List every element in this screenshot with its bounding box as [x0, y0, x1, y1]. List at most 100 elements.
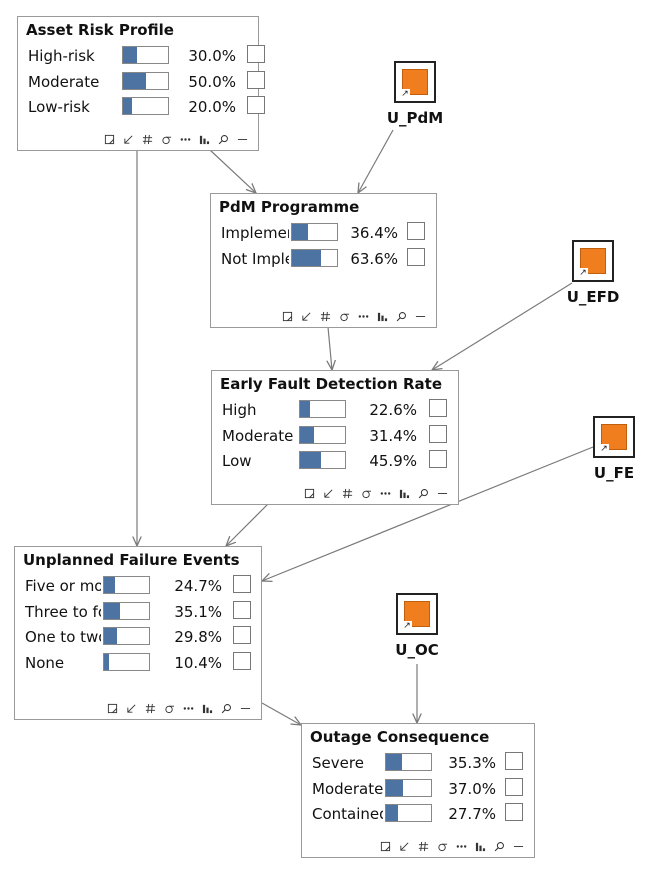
sigma-icon[interactable]	[157, 132, 176, 146]
state-percentage: 22.6%	[369, 401, 417, 419]
collapse-icon[interactable]	[319, 486, 338, 500]
sigma-icon[interactable]	[160, 701, 179, 715]
state-label: Contained	[312, 805, 383, 823]
more-icon[interactable]	[376, 486, 395, 500]
evidence-checkbox[interactable]	[233, 651, 251, 670]
bar-chart-icon[interactable]	[195, 132, 214, 146]
collapse-icon[interactable]	[395, 839, 414, 853]
more-icon[interactable]	[176, 132, 195, 146]
minimize-icon[interactable]	[236, 701, 255, 715]
grid-icon[interactable]	[141, 701, 160, 715]
utility-box: ↗	[396, 593, 438, 635]
probability-bar-fill	[386, 779, 403, 796]
maximize-icon[interactable]	[103, 701, 122, 715]
probability-bar	[385, 804, 432, 822]
minimize-icon[interactable]	[233, 132, 252, 146]
evidence-checkbox[interactable]	[505, 777, 523, 796]
evidence-checkbox[interactable]	[233, 600, 251, 619]
search-icon[interactable]	[490, 839, 509, 853]
search-icon[interactable]	[392, 309, 411, 323]
more-icon[interactable]	[452, 839, 471, 853]
maximize-icon[interactable]	[300, 486, 319, 500]
search-icon[interactable]	[214, 132, 233, 146]
probability-bar	[291, 248, 338, 267]
state-label: Severe	[312, 754, 364, 772]
probability-bar-fill	[123, 98, 132, 114]
bar-chart-icon[interactable]	[395, 486, 414, 500]
state-row[interactable]: Three to four35.1%	[15, 600, 261, 623]
evidence-checkbox[interactable]	[429, 450, 447, 468]
state-label: Implemented	[221, 224, 289, 242]
evidence-checkbox[interactable]	[247, 45, 265, 63]
more-icon[interactable]	[354, 309, 373, 323]
grid-icon[interactable]	[138, 132, 157, 146]
collapse-icon[interactable]	[119, 132, 138, 146]
evidence-checkbox[interactable]	[233, 626, 251, 644]
maximize-icon[interactable]	[100, 132, 119, 146]
state-row[interactable]: Implemented36.4%	[211, 222, 436, 244]
grid-icon[interactable]	[338, 486, 357, 500]
sigma-icon[interactable]	[433, 839, 452, 853]
minimize-icon[interactable]	[509, 839, 528, 853]
evidence-checkbox[interactable]	[247, 70, 265, 89]
more-icon[interactable]	[179, 701, 198, 715]
grid-icon[interactable]	[316, 309, 335, 323]
collapse-icon[interactable]	[122, 701, 141, 715]
node-title: Unplanned Failure Events	[23, 551, 240, 569]
edge-efd-to-ufe	[226, 503, 269, 546]
search-icon[interactable]	[217, 701, 236, 715]
probability-bar	[299, 425, 346, 444]
node-toolbar	[300, 486, 452, 500]
evidence-checkbox[interactable]	[233, 575, 251, 593]
state-label: One to two	[25, 628, 101, 646]
minimize-icon[interactable]	[433, 486, 452, 500]
probability-bar	[103, 652, 150, 671]
maximize-icon[interactable]	[376, 839, 395, 853]
collapse-icon[interactable]	[297, 309, 316, 323]
evidence-checkbox[interactable]	[429, 399, 447, 417]
sigma-icon[interactable]	[357, 486, 376, 500]
state-label: Low-risk	[28, 98, 90, 116]
node-pdm-programme[interactable]: PdM Programme Implemented36.4%Not Implem…	[210, 193, 437, 328]
evidence-checkbox[interactable]	[247, 96, 265, 114]
evidence-checkbox[interactable]	[505, 752, 523, 770]
state-row[interactable]: Five or more24.7%	[15, 575, 261, 597]
utility-box: ↗	[572, 240, 614, 282]
sigma-icon[interactable]	[335, 309, 354, 323]
state-row[interactable]: Not Implemented63.6%	[211, 247, 436, 270]
evidence-checkbox[interactable]	[429, 424, 447, 443]
state-percentage: 63.6%	[350, 249, 398, 268]
bar-chart-icon[interactable]	[373, 309, 392, 323]
state-percentage: 50.0%	[188, 72, 236, 91]
utility-label: U_FE	[593, 464, 635, 482]
evidence-checkbox[interactable]	[407, 222, 425, 240]
bar-chart-icon[interactable]	[198, 701, 217, 715]
utility-box: ↗	[593, 416, 635, 458]
bar-chart-icon[interactable]	[471, 839, 490, 853]
probability-bar-fill	[123, 47, 137, 63]
evidence-checkbox[interactable]	[505, 803, 523, 821]
node-unplanned-failure-events[interactable]: Unplanned Failure Events Five or more24.…	[14, 546, 262, 720]
grid-icon[interactable]	[414, 839, 433, 853]
evidence-checkbox[interactable]	[407, 247, 425, 266]
search-icon[interactable]	[414, 486, 433, 500]
probability-bar	[299, 451, 346, 469]
probability-bar-fill	[104, 577, 116, 593]
edge-ufe-to-outage	[261, 702, 301, 725]
minimize-icon[interactable]	[411, 309, 430, 323]
maximize-icon[interactable]	[278, 309, 297, 323]
